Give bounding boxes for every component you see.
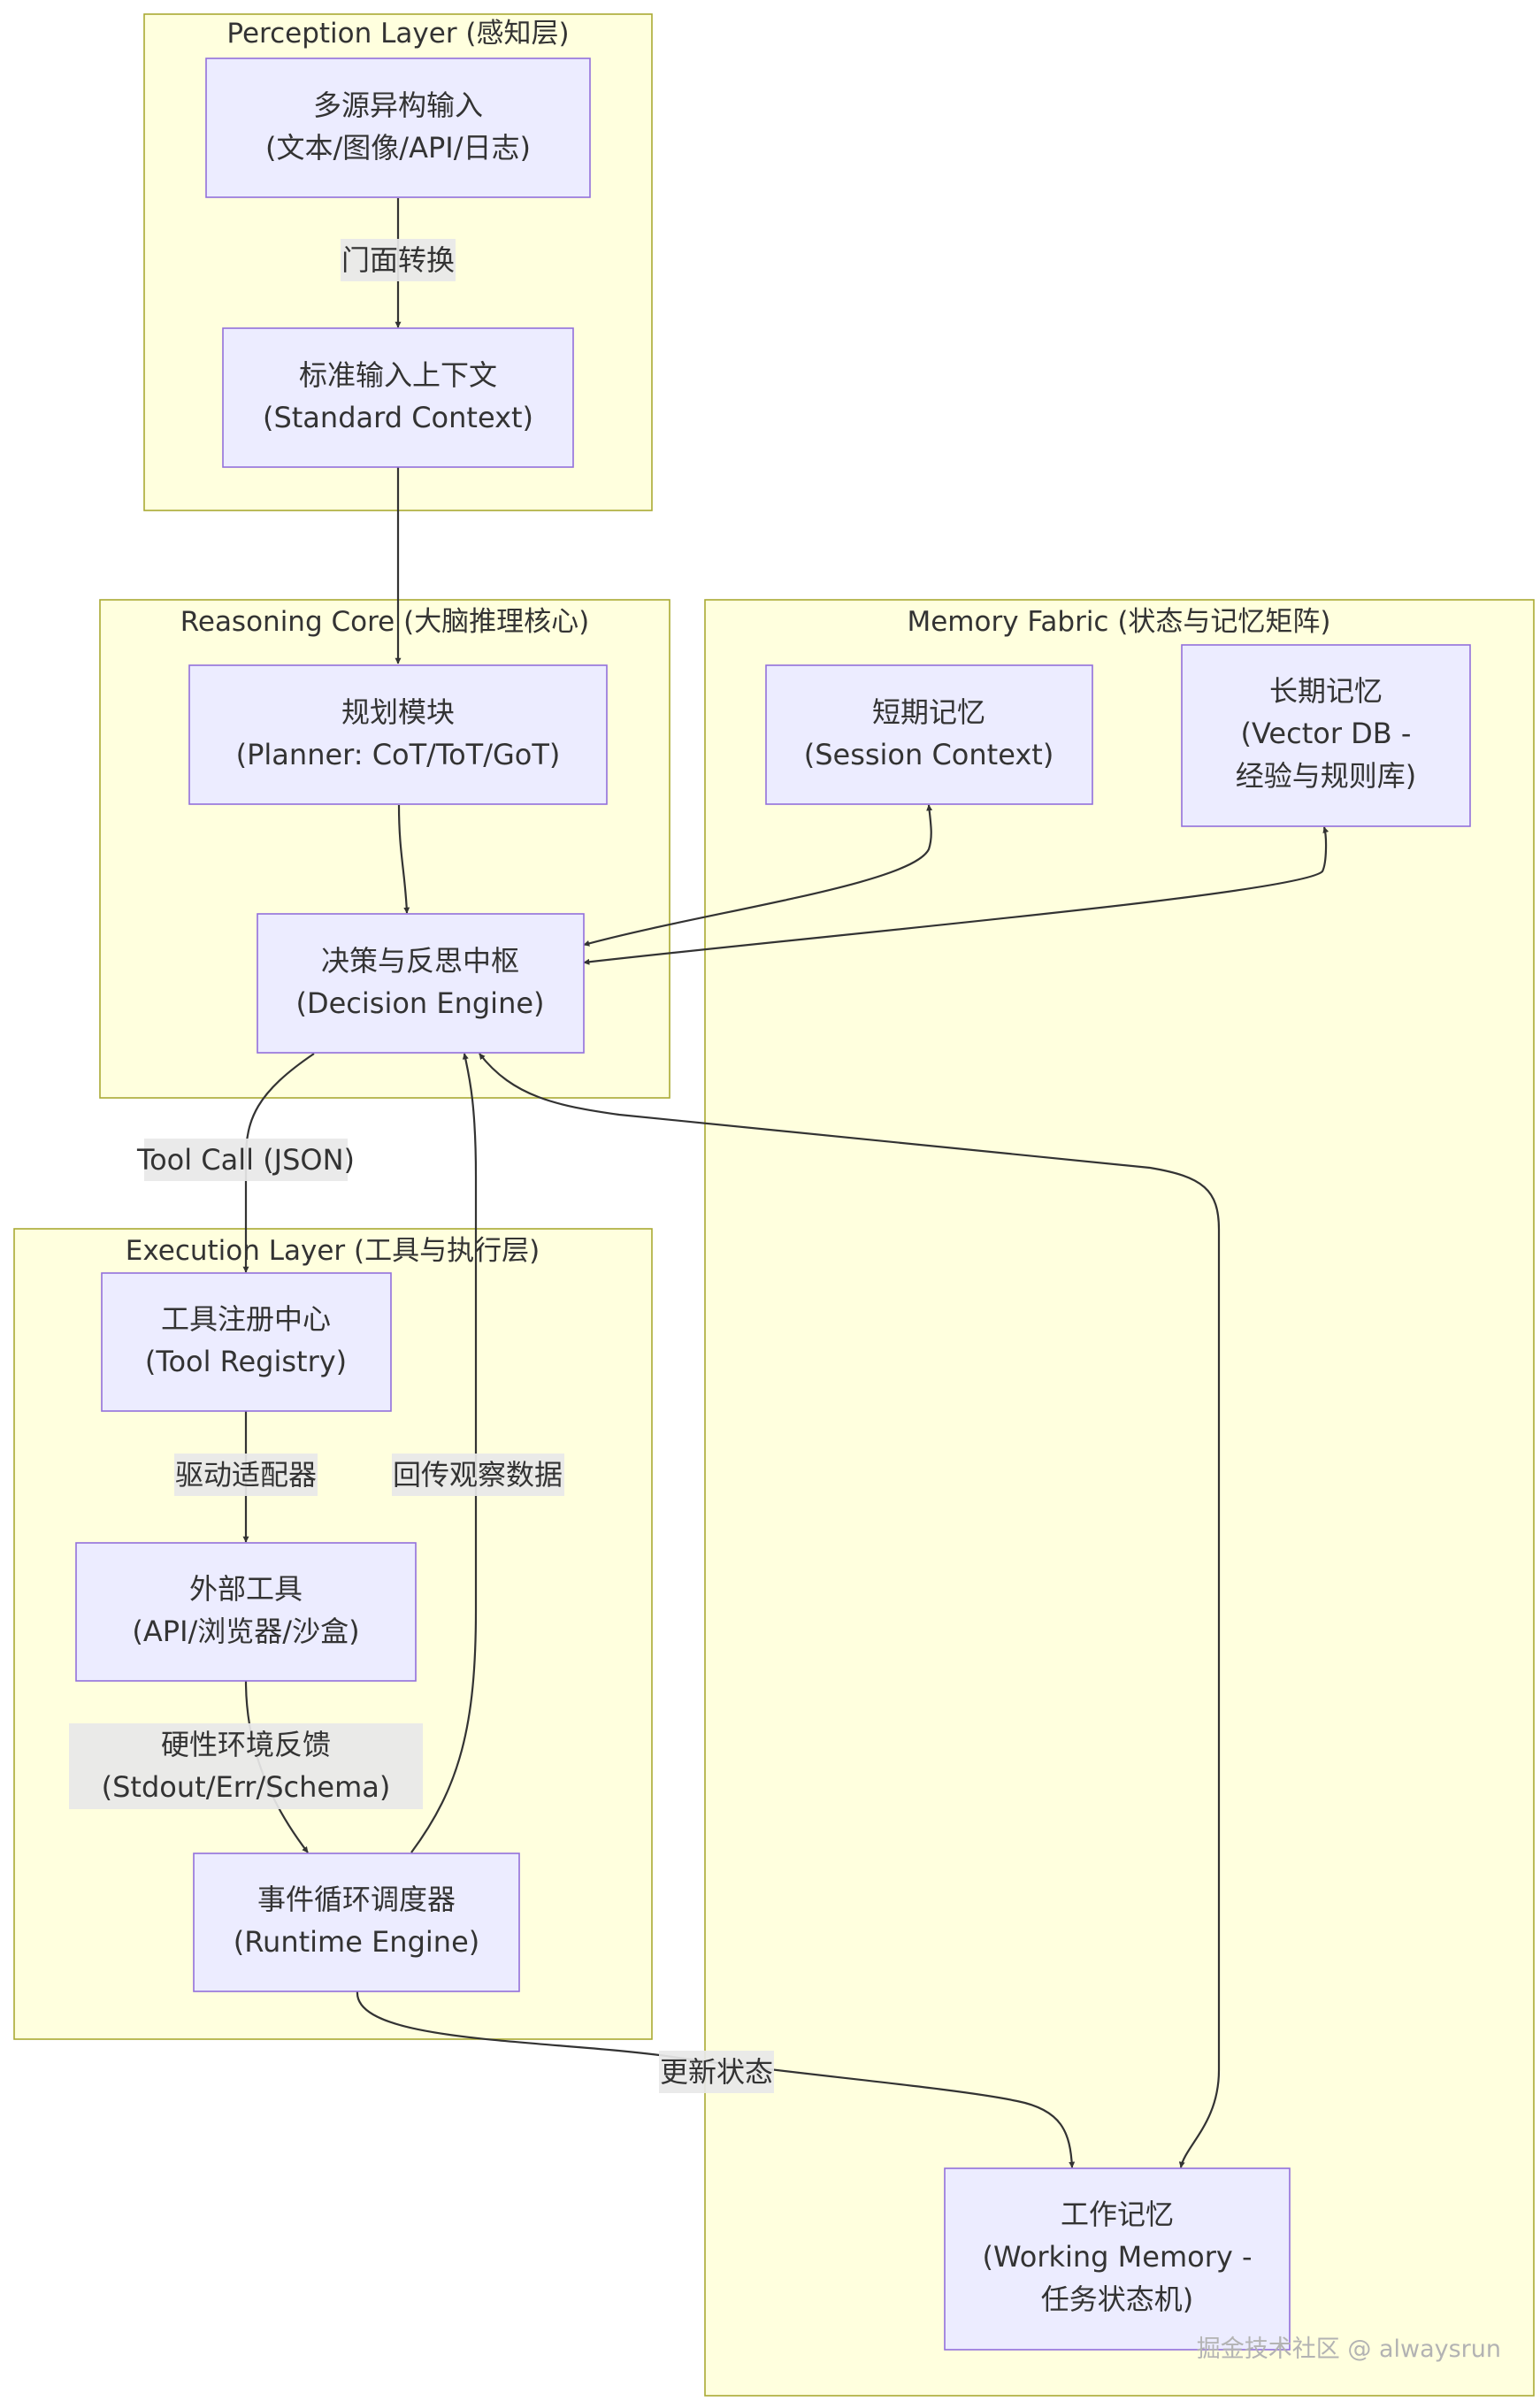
node-standard-context: 标准输入上下文 (Standard Context) [222, 327, 574, 468]
svg-text:(Vector DB -: (Vector DB - [1241, 717, 1412, 750]
node-short-term-memory: 短期记忆 (Session Context) [765, 664, 1093, 805]
node-planner: 规划模块 (Planner: CoT/ToT/GoT) [188, 664, 608, 805]
svg-text:短期记忆: 短期记忆 [872, 695, 985, 729]
edge-planner-to-decision [397, 804, 410, 914]
svg-text:(Working Memory -: (Working Memory - [982, 2240, 1252, 2274]
memory-fabric-title: Memory Fabric (状态与记忆矩阵) [907, 606, 1330, 638]
svg-text:更新状态: 更新状态 [660, 2055, 773, 2089]
svg-text:工作记忆: 工作记忆 [1061, 2198, 1174, 2231]
edge-label-return-observation: 回传观察数据 [392, 1454, 564, 1496]
edge-label-tool-call: Tool Call (JSON) [136, 1139, 355, 1181]
svg-text:回传观察数据: 回传观察数据 [393, 1458, 563, 1492]
node-tool-registry: 工具注册中心 (Tool Registry) [101, 1272, 392, 1412]
edge-decision-long-memory [583, 826, 1329, 965]
node-working-memory: 工作记忆 (Working Memory - 任务状态机) [944, 2167, 1291, 2351]
node-external-tools: 外部工具 (API/浏览器/沙盒) [75, 1542, 417, 1682]
svg-text:(Standard Context): (Standard Context) [263, 401, 533, 434]
execution-layer-title: Execution Layer (工具与执行层) [126, 1235, 540, 1267]
svg-text:经验与规则库): 经验与规则库) [1236, 759, 1417, 793]
svg-text:(API/浏览器/沙盒): (API/浏览器/沙盒) [132, 1615, 359, 1648]
edge-decision-working-memory [479, 1053, 1221, 2168]
svg-text:Tool Call (JSON): Tool Call (JSON) [136, 1143, 355, 1177]
svg-text:(文本/图像/API/日志): (文本/图像/API/日志) [265, 131, 531, 165]
svg-text:工具注册中心: 工具注册中心 [161, 1302, 331, 1336]
memory-fabric-cluster: Memory Fabric (状态与记忆矩阵) [704, 599, 1535, 2397]
edge-label-drive-adapter: 驱动适配器 [174, 1454, 318, 1496]
svg-text:(Runtime Engine): (Runtime Engine) [234, 1925, 479, 1959]
svg-text:(Session Context): (Session Context) [804, 738, 1054, 771]
node-long-term-memory: 长期记忆 (Vector DB - 经验与规则库) [1181, 644, 1471, 827]
perception-layer-title: Perception Layer (感知层) [226, 18, 569, 50]
edge-label-feedback: 硬性环境反馈 (Stdout/Err/Schema) [69, 1723, 423, 1809]
edge-label-update-state: 更新状态 [659, 2051, 774, 2093]
svg-text:门面转换: 门面转换 [341, 243, 455, 277]
node-multi-source-input: 多源异构输入 (文本/图像/API/日志) [205, 58, 591, 198]
edge-runtime-to-decision [410, 1053, 478, 1853]
svg-text:(Stdout/Err/Schema): (Stdout/Err/Schema) [102, 1770, 391, 1804]
watermark: 掘金技术社区 @ alwaysrun [1197, 2336, 1501, 2363]
edge-label-facade: 门面转换 [341, 239, 456, 281]
svg-text:标准输入上下文: 标准输入上下文 [299, 358, 497, 392]
svg-text:(Planner: CoT/ToT/GoT): (Planner: CoT/ToT/GoT) [236, 738, 561, 771]
svg-text:硬性环境反馈: 硬性环境反馈 [161, 1728, 331, 1761]
svg-text:任务状态机): 任务状态机) [1041, 2282, 1194, 2316]
svg-text:(Tool Registry): (Tool Registry) [145, 1345, 347, 1378]
node-runtime-engine: 事件循环调度器 (Runtime Engine) [193, 1853, 520, 1992]
svg-text:多源异构输入: 多源异构输入 [313, 88, 483, 122]
svg-text:(Decision Engine): (Decision Engine) [295, 986, 544, 1020]
reasoning-core-title: Reasoning Core (大脑推理核心) [180, 606, 590, 638]
svg-text:规划模块: 规划模块 [341, 695, 455, 729]
svg-text:长期记忆: 长期记忆 [1269, 674, 1383, 708]
svg-text:事件循环调度器: 事件循环调度器 [257, 1883, 456, 1916]
svg-text:外部工具: 外部工具 [189, 1572, 303, 1606]
svg-text:驱动适配器: 驱动适配器 [175, 1458, 317, 1492]
svg-text:决策与反思中枢: 决策与反思中枢 [321, 944, 519, 978]
node-decision-engine: 决策与反思中枢 (Decision Engine) [257, 913, 585, 1054]
